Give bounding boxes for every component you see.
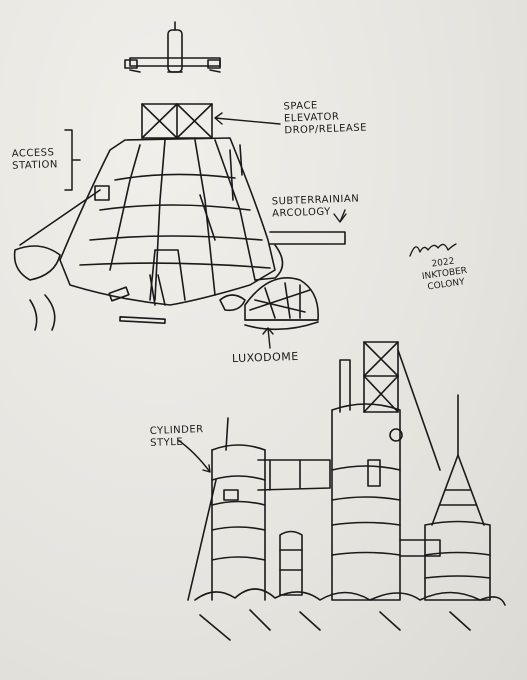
label-arcology: SUBTERRAINIAN ARCOLOGY <box>272 193 360 220</box>
arrow-space-elevator <box>214 112 281 125</box>
label-line: STYLE <box>150 436 184 449</box>
arrow-arcology <box>333 209 347 223</box>
label-luxodome: LUXODOME <box>231 349 299 366</box>
cylinder-colony <box>187 341 506 641</box>
access-station <box>13 103 346 331</box>
label-line: CYLINDER <box>149 424 204 437</box>
signature-block: 2022 INKTOBER COLONY <box>420 255 469 294</box>
label-space-elevator: SPACE ELEVATOR DROP/RELEASE <box>283 99 367 138</box>
label-line: LUXODOME <box>231 349 299 366</box>
luxodome <box>219 276 319 331</box>
label-cylinder-style: CYLINDER STYLE <box>150 424 205 450</box>
shuttle <box>124 21 221 73</box>
label-access-station: ACCESS STATION <box>12 147 58 173</box>
signature-scribble <box>408 238 458 260</box>
arrow-cylinder <box>177 439 211 473</box>
access-bracket <box>64 129 81 191</box>
annotation-arrows <box>177 112 347 473</box>
arrow-luxodome <box>262 327 274 349</box>
label-line: STATION <box>12 159 59 172</box>
signature-icon <box>409 243 457 257</box>
